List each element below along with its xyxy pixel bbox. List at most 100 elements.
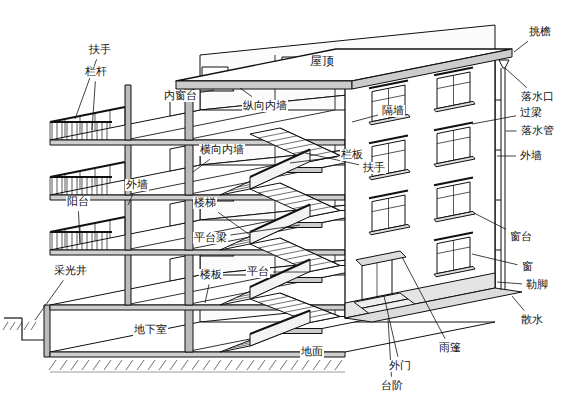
- stair-step: [259, 242, 289, 248]
- leader-line: [240, 88, 252, 97]
- stair-step: [276, 140, 306, 146]
- leader-line: [512, 296, 524, 311]
- window-transom: [372, 95, 405, 102]
- part-label: 勒脚: [525, 279, 549, 292]
- earth-hatch: [60, 360, 67, 370]
- pipe-bracket: [495, 200, 501, 201]
- part-label: 纵向内墙: [242, 100, 288, 113]
- railing-post: [107, 177, 108, 195]
- railing-post: [82, 232, 83, 250]
- outer-wall-cut: [125, 85, 131, 140]
- earth-hatch: [115, 360, 122, 370]
- part-label: 隔墙: [381, 105, 405, 118]
- railing-post: [107, 122, 108, 140]
- railing-post: [107, 232, 108, 250]
- window-mullion: [453, 240, 454, 270]
- earth-hatch: [313, 360, 320, 370]
- earth-hatch: [324, 360, 331, 370]
- stair-edge: [280, 238, 340, 266]
- leader-line: [205, 284, 209, 303]
- window-transom: [372, 150, 405, 157]
- stair-step: [284, 254, 314, 260]
- part-label: 采光井: [53, 265, 88, 278]
- pipe-bracket: [495, 100, 501, 101]
- earth-hatch: [10, 322, 15, 330]
- stair-step: [276, 195, 306, 201]
- earth-hatch: [148, 360, 155, 370]
- railing-post: [102, 122, 103, 140]
- window-mullion: [388, 143, 389, 173]
- railing-post: [77, 232, 78, 250]
- leader-line: [201, 90, 215, 92]
- part-label: 窗台: [509, 231, 533, 244]
- handrail: [50, 231, 112, 233]
- window-sill: [434, 156, 475, 166]
- railing-post: [57, 122, 58, 140]
- canopy: [356, 251, 406, 266]
- leader-line: [92, 81, 95, 130]
- window-transom: [372, 205, 405, 212]
- leader-line: [497, 282, 522, 284]
- railing-post: [110, 110, 111, 128]
- window-sill: [434, 211, 475, 221]
- earth-hatch: [93, 360, 100, 370]
- railing-post: [125, 107, 126, 125]
- door-leaf: [377, 260, 378, 297]
- part-label: 地下室: [133, 324, 168, 337]
- window-mullion: [453, 185, 454, 215]
- railing-post: [77, 122, 78, 140]
- earth-hatch: [225, 360, 232, 370]
- handrail: [50, 107, 125, 122]
- earth-hatch: [3, 322, 8, 330]
- earth-hatch: [214, 360, 221, 370]
- leader-line: [506, 131, 517, 132]
- railing-post: [57, 177, 58, 195]
- earth-hatch: [247, 360, 254, 370]
- window-mullion: [453, 75, 454, 105]
- earth-line: [50, 372, 345, 373]
- earth-hatch: [192, 360, 199, 370]
- earth-hatch: [269, 360, 276, 370]
- railing-post: [50, 177, 51, 195]
- railing-post: [50, 232, 51, 250]
- leader-line: [497, 156, 516, 157]
- earth-hatch: [203, 360, 210, 370]
- railing-post: [57, 232, 58, 250]
- part-label: 楼板: [199, 269, 223, 282]
- earth-hatch: [236, 360, 243, 370]
- railing-post: [50, 122, 51, 140]
- transverse-wall-cut: [185, 305, 193, 352]
- railing-post: [97, 177, 98, 195]
- leader-line: [35, 280, 63, 320]
- gutter-outlet: [499, 60, 509, 68]
- window-transom: [437, 247, 470, 254]
- part-label: 扶手: [88, 44, 112, 57]
- railing-post: [87, 122, 88, 140]
- earth-hatch: [82, 360, 89, 370]
- railing-post: [125, 217, 126, 235]
- leader-line: [128, 194, 133, 205]
- part-label: 楼梯: [193, 197, 217, 210]
- eave: [176, 81, 352, 89]
- stair-handrail: [250, 311, 310, 335]
- part-label: 外门: [388, 360, 412, 373]
- part-label: 扶手: [362, 162, 386, 175]
- stair-edge: [280, 128, 340, 156]
- part-label: 散水: [520, 314, 544, 327]
- earth-hatch: [170, 360, 177, 370]
- part-label: 雨篷: [438, 342, 462, 355]
- stair-step: [276, 303, 306, 309]
- downpipe: [505, 68, 506, 290]
- part-label: 台阶: [380, 380, 404, 393]
- handrail: [50, 176, 112, 178]
- basement-wall: [44, 305, 50, 357]
- earth-hatch: [291, 360, 298, 370]
- railing-post: [92, 177, 93, 195]
- earth-hatch: [159, 360, 166, 370]
- railing-post: [52, 122, 53, 140]
- leader-line: [231, 225, 301, 235]
- ground-line: [4, 317, 22, 318]
- stair-step: [259, 132, 289, 138]
- part-label: 平台梁: [193, 232, 228, 245]
